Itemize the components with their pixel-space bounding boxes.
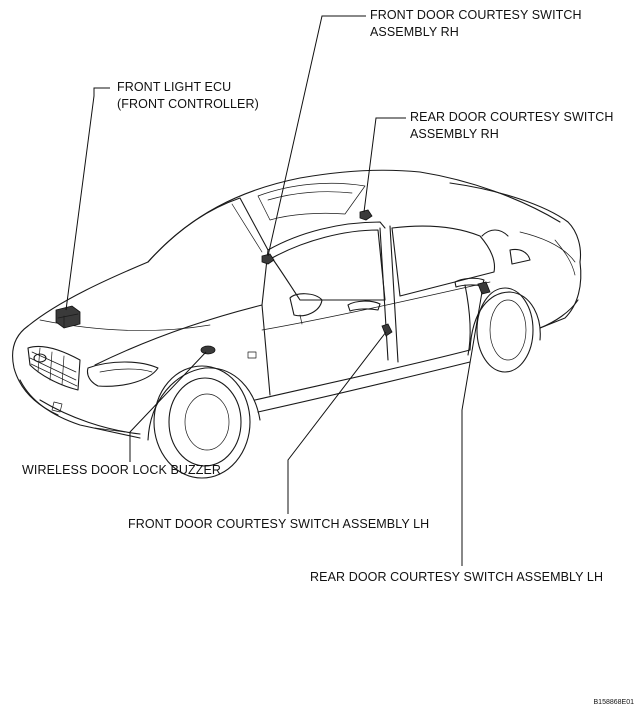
component-front-light-ecu	[55, 305, 81, 329]
leader-front-door-rh	[267, 15, 366, 257]
component-rear-door-switch-lh	[477, 281, 491, 295]
label-front-light-ecu-line2: (FRONT CONTROLLER)	[117, 97, 259, 111]
leader-wireless-buzzer	[129, 351, 207, 462]
component-front-door-switch-lh	[381, 323, 393, 337]
leader-rear-door-lh	[461, 291, 483, 566]
label-rear-door-switch-rh: REAR DOOR COURTESY SWITCH ASSEMBLY RH	[410, 109, 613, 143]
leader-rear-door-rh	[363, 117, 406, 213]
label-front-light-ecu: FRONT LIGHT ECU (FRONT CONTROLLER)	[117, 79, 259, 113]
leader-front-light-ecu	[65, 87, 110, 311]
figure-id: B158868E01	[593, 699, 634, 706]
label-front-door-switch-rh-line2: ASSEMBLY RH	[370, 25, 459, 39]
label-front-door-switch-rh-line1: FRONT DOOR COURTESY SWITCH	[370, 8, 582, 22]
label-front-door-switch-rh: FRONT DOOR COURTESY SWITCH ASSEMBLY RH	[370, 7, 582, 41]
car-body	[11, 169, 582, 479]
label-front-door-switch-lh: FRONT DOOR COURTESY SWITCH ASSEMBLY LH	[128, 517, 430, 531]
label-rear-door-switch-rh-line2: ASSEMBLY RH	[410, 127, 499, 141]
label-wireless-door-lock-buzzer: WIRELESS DOOR LOCK BUZZER	[22, 463, 222, 477]
component-rear-door-switch-rh	[359, 209, 373, 221]
label-rear-door-switch-lh: REAR DOOR COURTESY SWITCH ASSEMBLY LH	[310, 570, 604, 584]
label-front-light-ecu-line1: FRONT LIGHT ECU	[117, 80, 232, 94]
leader-front-door-lh	[287, 331, 387, 514]
label-rear-door-switch-rh-line1: REAR DOOR COURTESY SWITCH	[410, 110, 614, 124]
component-wireless-buzzer	[200, 345, 216, 355]
leader-lines	[65, 15, 483, 566]
